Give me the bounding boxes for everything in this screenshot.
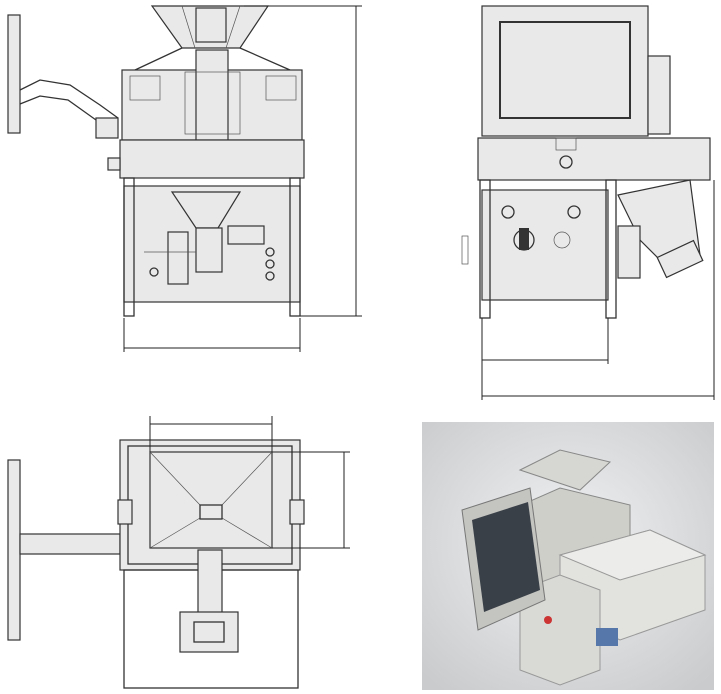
- side-view: [461, 5, 715, 400]
- isometric-render: [422, 422, 714, 690]
- front-view: [7, 5, 362, 352]
- top-view: [7, 416, 350, 689]
